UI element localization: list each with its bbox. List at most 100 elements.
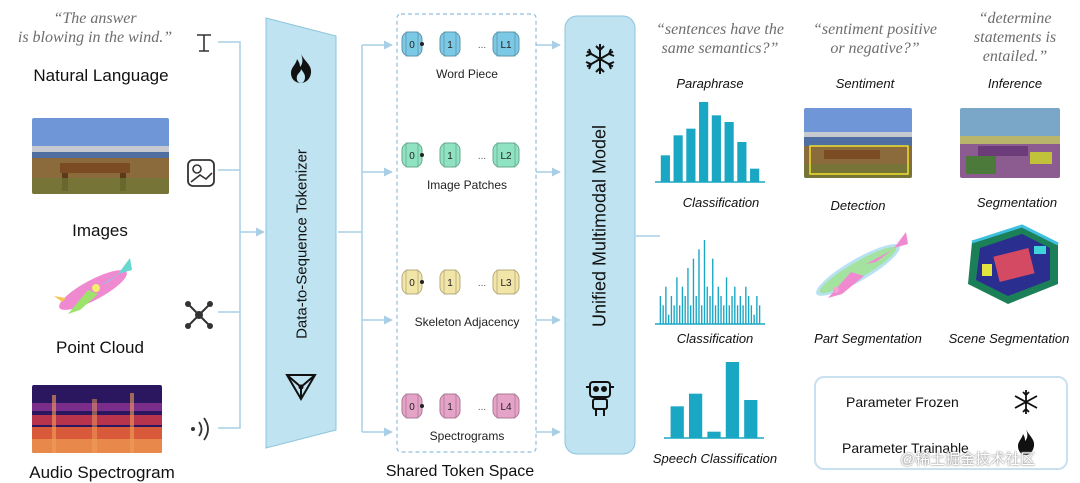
token-row-spectrograms: 0 1... L4	[401, 393, 520, 419]
bar	[744, 400, 758, 438]
part-segmentation-airplane	[806, 228, 916, 308]
bar	[745, 286, 747, 324]
legend-trainable-label: Parameter Trainable	[842, 440, 969, 456]
bar	[706, 286, 708, 324]
legend-box: Parameter Frozen Parameter Trainable	[814, 376, 1068, 470]
bar	[703, 240, 706, 324]
paraphrase-label: Paraphrase	[676, 76, 744, 91]
bar	[747, 296, 750, 324]
quote-line-2: is blowing in the wind.”	[17, 29, 173, 46]
bar	[699, 102, 709, 182]
bar	[670, 406, 684, 438]
token-group-label: Spectrograms	[429, 429, 505, 443]
token-chip: 0	[401, 269, 423, 295]
robot-icon	[586, 381, 614, 416]
bar	[750, 305, 753, 324]
question-line: “sentences have the	[656, 21, 784, 38]
speech-classification-label: Speech Classification	[652, 451, 778, 466]
token-text: 0	[409, 40, 415, 51]
token-chip: 0	[401, 393, 423, 419]
token-separator	[420, 280, 424, 284]
classification-label-1: Classification	[682, 195, 760, 210]
token-ellipsis: ...	[478, 151, 486, 162]
bar	[659, 296, 662, 324]
token-chip: 1	[439, 142, 461, 168]
bar	[720, 296, 722, 324]
legend-fire-icon	[1018, 429, 1035, 455]
bar	[731, 296, 733, 324]
token-chip: 1	[439, 269, 461, 295]
point-cloud-label: Point Cloud	[56, 338, 144, 357]
sentiment-question: “sentiment positive or negative?”	[800, 20, 950, 58]
question-line: “determine	[978, 10, 1052, 27]
bar	[756, 296, 758, 324]
token-ellipsis: ...	[478, 278, 486, 289]
bar	[660, 155, 670, 182]
point-cloud-airplane	[48, 252, 138, 324]
bar	[724, 122, 734, 182]
paraphrase-question: “sentences have the same semantics?”	[645, 20, 795, 58]
triangle-graph-icon	[285, 374, 317, 401]
bar	[698, 249, 700, 324]
bar	[712, 258, 714, 324]
model-shape	[564, 15, 636, 455]
bar	[662, 305, 664, 324]
bar	[739, 296, 742, 324]
legend-snowflake-icon	[1014, 390, 1038, 414]
bar	[686, 128, 696, 182]
bar	[684, 296, 686, 324]
bar	[707, 431, 721, 438]
sentiment-label: Sentiment	[835, 76, 895, 91]
paraphrase-bar-chart	[655, 102, 765, 183]
legend-frozen-label: Parameter Frozen	[846, 394, 959, 410]
sentiment-photo	[804, 108, 912, 178]
token-ellipsis: ...	[478, 40, 486, 51]
bar	[725, 277, 728, 324]
bar	[711, 115, 721, 182]
segmentation-label: Segmentation	[976, 195, 1058, 210]
inference-question: “determine statements is entailed.”	[960, 9, 1070, 66]
sound-wave-icon	[191, 417, 209, 441]
bar	[737, 142, 747, 182]
token-separator	[420, 404, 424, 408]
detection-label: Detection	[830, 198, 886, 213]
bar	[723, 305, 725, 324]
part-segmentation-label: Part Segmentation	[814, 331, 922, 346]
shared-token-space-title: Shared Token Space	[385, 463, 535, 480]
bar	[701, 305, 703, 324]
speech-classification-chart	[664, 362, 764, 439]
watermark: @稀土掘金技术社区	[900, 451, 1036, 468]
inference-label: Inference	[987, 76, 1043, 91]
token-group-label: Word Piece	[436, 67, 498, 81]
scene-segmentation-label: Scene Segmentation	[948, 331, 1070, 346]
token-text: L4	[500, 402, 512, 413]
scene-segmentation-room	[962, 222, 1062, 306]
token-chip: L1	[492, 31, 520, 57]
bar	[717, 286, 719, 324]
token-separator	[420, 153, 424, 157]
token-chip: 0	[401, 31, 423, 57]
token-text: 1	[447, 402, 453, 413]
snowflake-icon	[585, 44, 615, 74]
bar	[688, 393, 703, 438]
bar	[758, 305, 761, 324]
bar	[734, 286, 736, 324]
token-text: L1	[500, 40, 512, 51]
token-chip: 0	[401, 142, 423, 168]
fire-icon	[291, 54, 312, 83]
bar	[665, 286, 667, 324]
bar	[676, 277, 678, 324]
token-text: 1	[447, 278, 453, 289]
images-label: Images	[72, 221, 128, 240]
token-text: 1	[447, 151, 453, 162]
audio-spectrogram-label: Audio Spectrogram	[29, 463, 175, 482]
token-ellipsis: ...	[478, 402, 486, 413]
tokenizer-shape	[265, 17, 337, 449]
natural-language-quote: “The answer is blowing in the wind.”	[10, 9, 180, 47]
point-cloud-classification-chart	[655, 240, 765, 325]
